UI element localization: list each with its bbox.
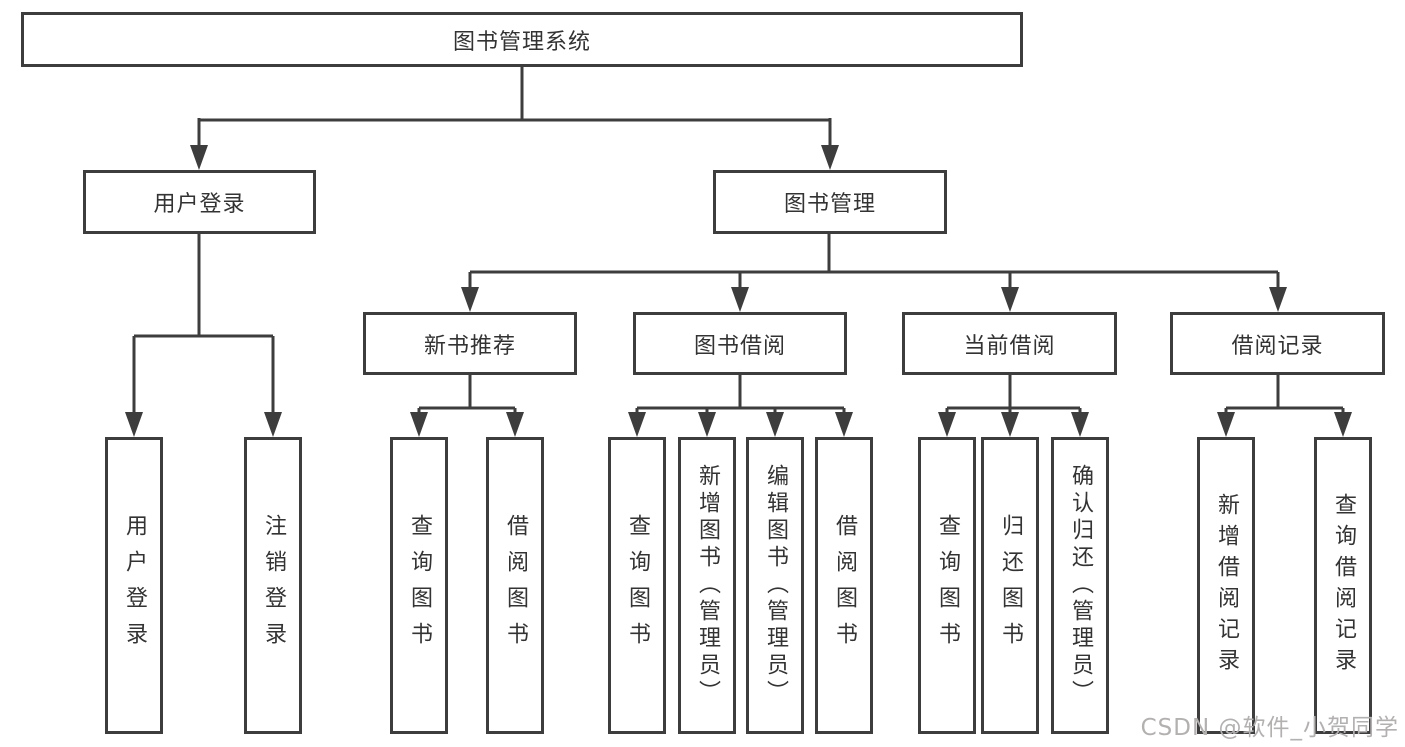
- leaf-add-books-admin: 新增图书（管理员）: [678, 437, 736, 734]
- arrowheads: [125, 145, 1352, 437]
- group-borrowing-records: 借阅记录: [1170, 312, 1385, 375]
- leaf-borrow-books: 借阅图书: [815, 437, 873, 734]
- leaf-edit-books-admin: 编辑图书（管理员）: [746, 437, 804, 734]
- leaf-return-books: 归还图书: [981, 437, 1039, 734]
- leaf-borrow-books-recommend: 借阅图书: [486, 437, 544, 734]
- leaf-query-borrow-record: 查询借阅记录: [1314, 437, 1372, 734]
- group-current-borrowing: 当前借阅: [902, 312, 1117, 375]
- leaf-query-books-recommend: 查询图书: [390, 437, 448, 734]
- csdn-watermark: CSDN @软件_小贺同学: [1140, 715, 1399, 741]
- root-node-library-system: 图书管理系统: [21, 12, 1023, 67]
- leaf-add-borrow-record: 新增借阅记录: [1197, 437, 1255, 734]
- leaf-confirm-return-admin: 确认归还（管理员）: [1051, 437, 1109, 734]
- leaf-query-books-borrow: 查询图书: [608, 437, 666, 734]
- leaf-logout: 注销登录: [244, 437, 302, 734]
- branch-user-login: 用户登录: [83, 170, 316, 234]
- branch-book-management: 图书管理: [713, 170, 947, 234]
- group-book-borrowing: 图书借阅: [633, 312, 847, 375]
- group-new-book-recommendation: 新书推荐: [363, 312, 577, 375]
- leaf-query-books-current: 查询图书: [918, 437, 976, 734]
- leaf-user-login: 用户登录: [105, 437, 163, 734]
